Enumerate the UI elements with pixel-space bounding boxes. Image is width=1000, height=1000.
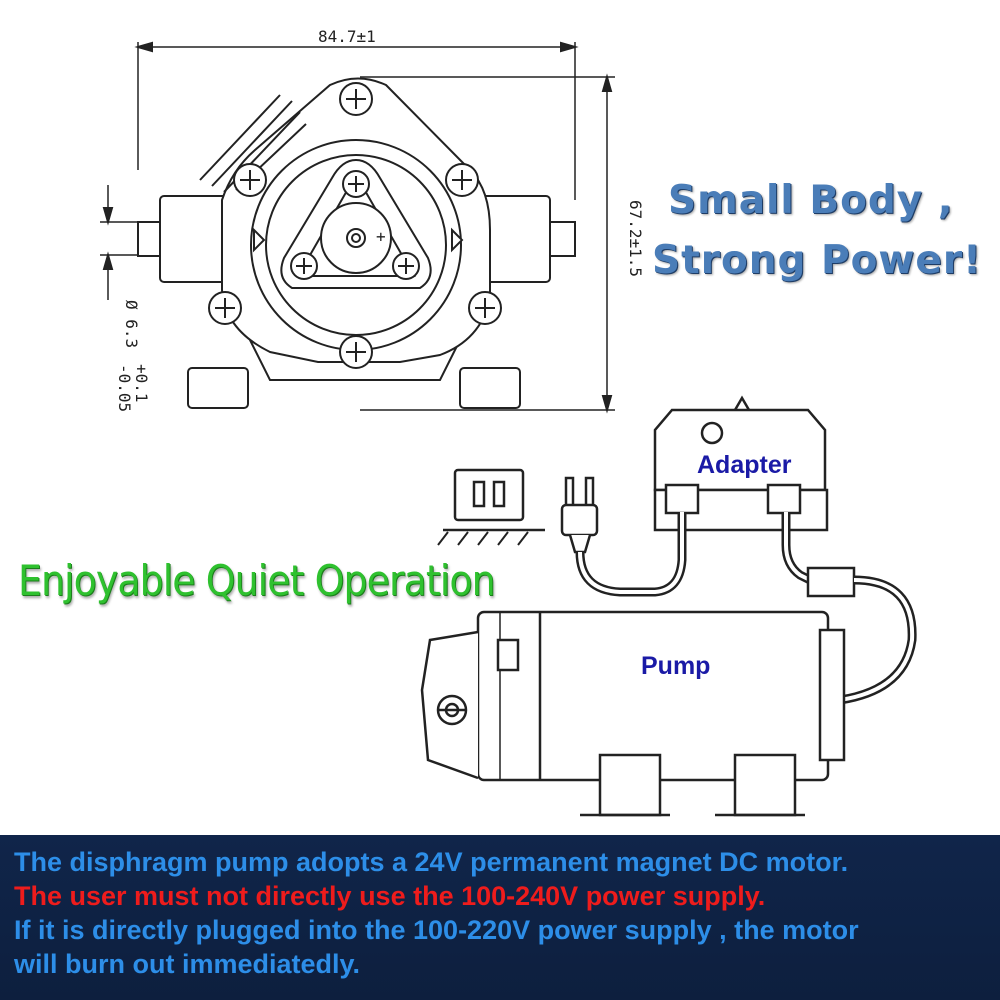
wiring-diagram [420, 395, 917, 817]
diameter-upper-tolerance: +0.1 [132, 364, 151, 403]
notice-line-consequence-cont: will burn out immediatedly. [14, 949, 361, 979]
slogan-quiet-operation: Enjoyable Quiet Operation [18, 556, 496, 605]
slogan-strong-power: Strong Power! [652, 238, 982, 283]
height-dimension-label: 67.2±1.5 [626, 200, 645, 277]
notice-line-consequence: If it is directly plugged into the 100-2… [14, 915, 859, 945]
notice-line-warning: The user must not directly use the 100-2… [14, 881, 766, 911]
svg-text:+: + [376, 227, 386, 246]
diameter-lower-tolerance: -0.05 [115, 364, 134, 412]
pump-label: Pump [641, 652, 711, 680]
warning-notice-panel: The disphragm pump adopts a 24V permanen… [0, 835, 1000, 1000]
power-plug [560, 476, 599, 554]
adapter-unit [653, 395, 829, 532]
pump-body [420, 610, 846, 817]
pump-front-view: + [100, 41, 615, 414]
adapter-label: Adapter [697, 451, 792, 479]
diameter-main-label: Ø 6.3 [122, 300, 141, 348]
wall-outlet [437, 468, 545, 546]
slogan-small-body: Small Body , [668, 178, 954, 223]
width-dimension-label: 84.7±1 [318, 27, 376, 46]
diameter-dimension-label: Ø 6.3 +0.1 -0.05 [115, 300, 151, 412]
notice-line-motor: The disphragm pump adopts a 24V permanen… [14, 847, 849, 877]
